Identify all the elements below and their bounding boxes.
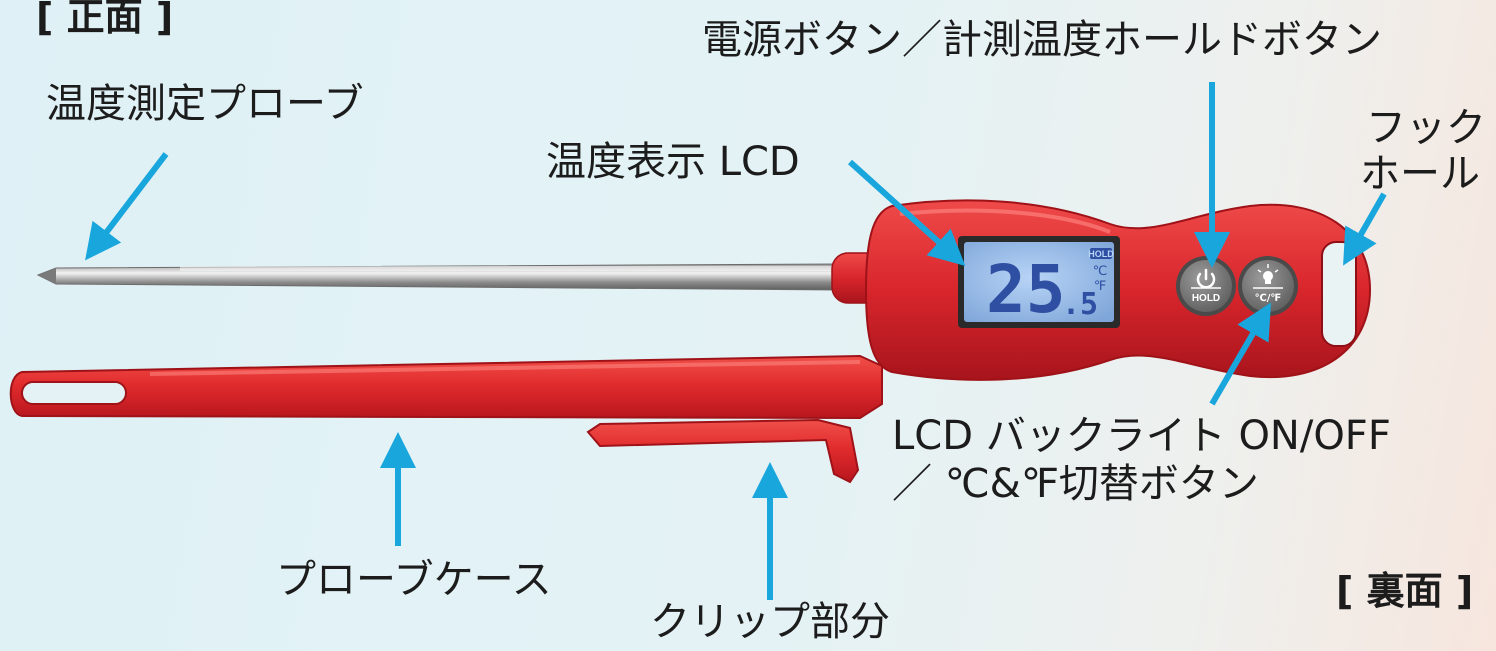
case-label: プローブケース (276, 557, 552, 603)
probe-label: 温度測定プローブ (46, 81, 364, 127)
back-view-heading: [ 裏面 ] (1336, 569, 1474, 613)
power-button-text: HOLD (1192, 293, 1220, 304)
hook-label-line2: ホール (1360, 151, 1480, 197)
lcd-unit-c: ℃ (1093, 264, 1108, 279)
power-hold-button[interactable]: HOLD (1176, 256, 1236, 316)
lcd-hold-indicator: HOLD (1088, 249, 1114, 259)
callout-arrows (85, 82, 1387, 600)
light-bulb-icon (1257, 264, 1279, 284)
power-hold-label: 電源ボタン／計測温度ホールドボタン (702, 17, 1382, 63)
hook-label-line1: フック (1366, 105, 1486, 151)
lcd-display: 25 .5 HOLD ℃ ℉ (958, 236, 1120, 328)
hook-hole-arrow (1343, 192, 1387, 266)
backlight-label-line1: LCD バックライト ON/OFF (892, 413, 1391, 459)
clip-label: クリップ部分 (650, 599, 890, 645)
probe-case (9, 354, 883, 484)
unit-button-text: ℃/℉ (1255, 293, 1282, 304)
lcd-decimal-digits: .5 (1062, 287, 1098, 322)
lcd-arrow (847, 159, 966, 267)
lcd-main-digits: 25 (986, 251, 1065, 328)
lcd-label: 温度表示 LCD (546, 139, 800, 185)
temperature-probe (36, 263, 841, 291)
lcd-unit-f: ℉ (1094, 279, 1106, 294)
front-view-heading: [ 正面 ] (36, 0, 174, 39)
case-clip (586, 418, 860, 484)
backlight-button-arrow (1209, 302, 1272, 406)
backlight-label-line2: ／ ℃&℉切替ボタン (892, 461, 1259, 507)
probe-arrow (85, 152, 169, 261)
backlight-unit-button[interactable]: ℃/℉ (1238, 256, 1298, 316)
